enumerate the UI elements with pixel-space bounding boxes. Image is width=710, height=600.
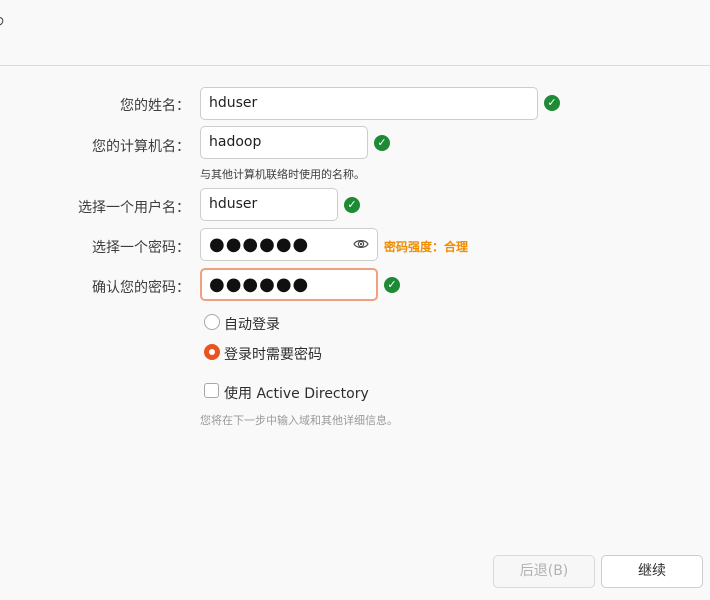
continue-button[interactable]: 继续 xyxy=(601,555,703,588)
computer-name-label: 您的计算机名： xyxy=(92,139,190,155)
password-field[interactable]: ●●●●●● xyxy=(200,228,378,261)
confirm-password-value: ●●●●●● xyxy=(209,274,310,295)
computer-name-hint: 与其他计算机联络时使用的名称。 xyxy=(200,168,365,181)
require-password-radio[interactable] xyxy=(204,344,220,360)
back-button[interactable]: 后退(B) xyxy=(493,555,595,588)
active-directory-note: 您将在下一步中输入域和其他详细信息。 xyxy=(200,414,398,427)
eye-icon[interactable] xyxy=(353,238,369,250)
password-label: 选择一个密码： xyxy=(92,240,190,256)
name-field[interactable]: hduser xyxy=(200,87,538,120)
active-directory-checkbox[interactable] xyxy=(204,383,219,398)
name-value: hduser xyxy=(209,95,258,111)
require-password-label[interactable]: 登录时需要密码 xyxy=(224,347,322,363)
active-directory-label[interactable]: 使用 Active Directory xyxy=(224,386,369,402)
confirm-password-valid-icon: ✓ xyxy=(384,277,400,293)
password-value: ●●●●●● xyxy=(209,234,310,255)
name-valid-icon: ✓ xyxy=(544,95,560,111)
username-field[interactable]: hduser xyxy=(200,188,338,221)
computer-name-field[interactable]: hadoop xyxy=(200,126,368,159)
confirm-password-label: 确认您的密码： xyxy=(92,280,190,296)
auto-login-radio[interactable] xyxy=(204,314,220,330)
username-valid-icon: ✓ xyxy=(344,197,360,213)
password-strength: 密码强度：合理 xyxy=(384,240,469,254)
computer-name-value: hadoop xyxy=(209,134,262,150)
name-label: 您的姓名： xyxy=(120,98,190,114)
computer-name-valid-icon: ✓ xyxy=(374,135,390,151)
header-glyph: ੭ xyxy=(0,12,4,32)
username-label: 选择一个用户名： xyxy=(78,200,190,216)
auto-login-label[interactable]: 自动登录 xyxy=(224,317,280,333)
username-value: hduser xyxy=(209,196,258,212)
header-bar: ੭ xyxy=(0,0,710,66)
confirm-password-field[interactable]: ●●●●●● xyxy=(200,268,378,301)
